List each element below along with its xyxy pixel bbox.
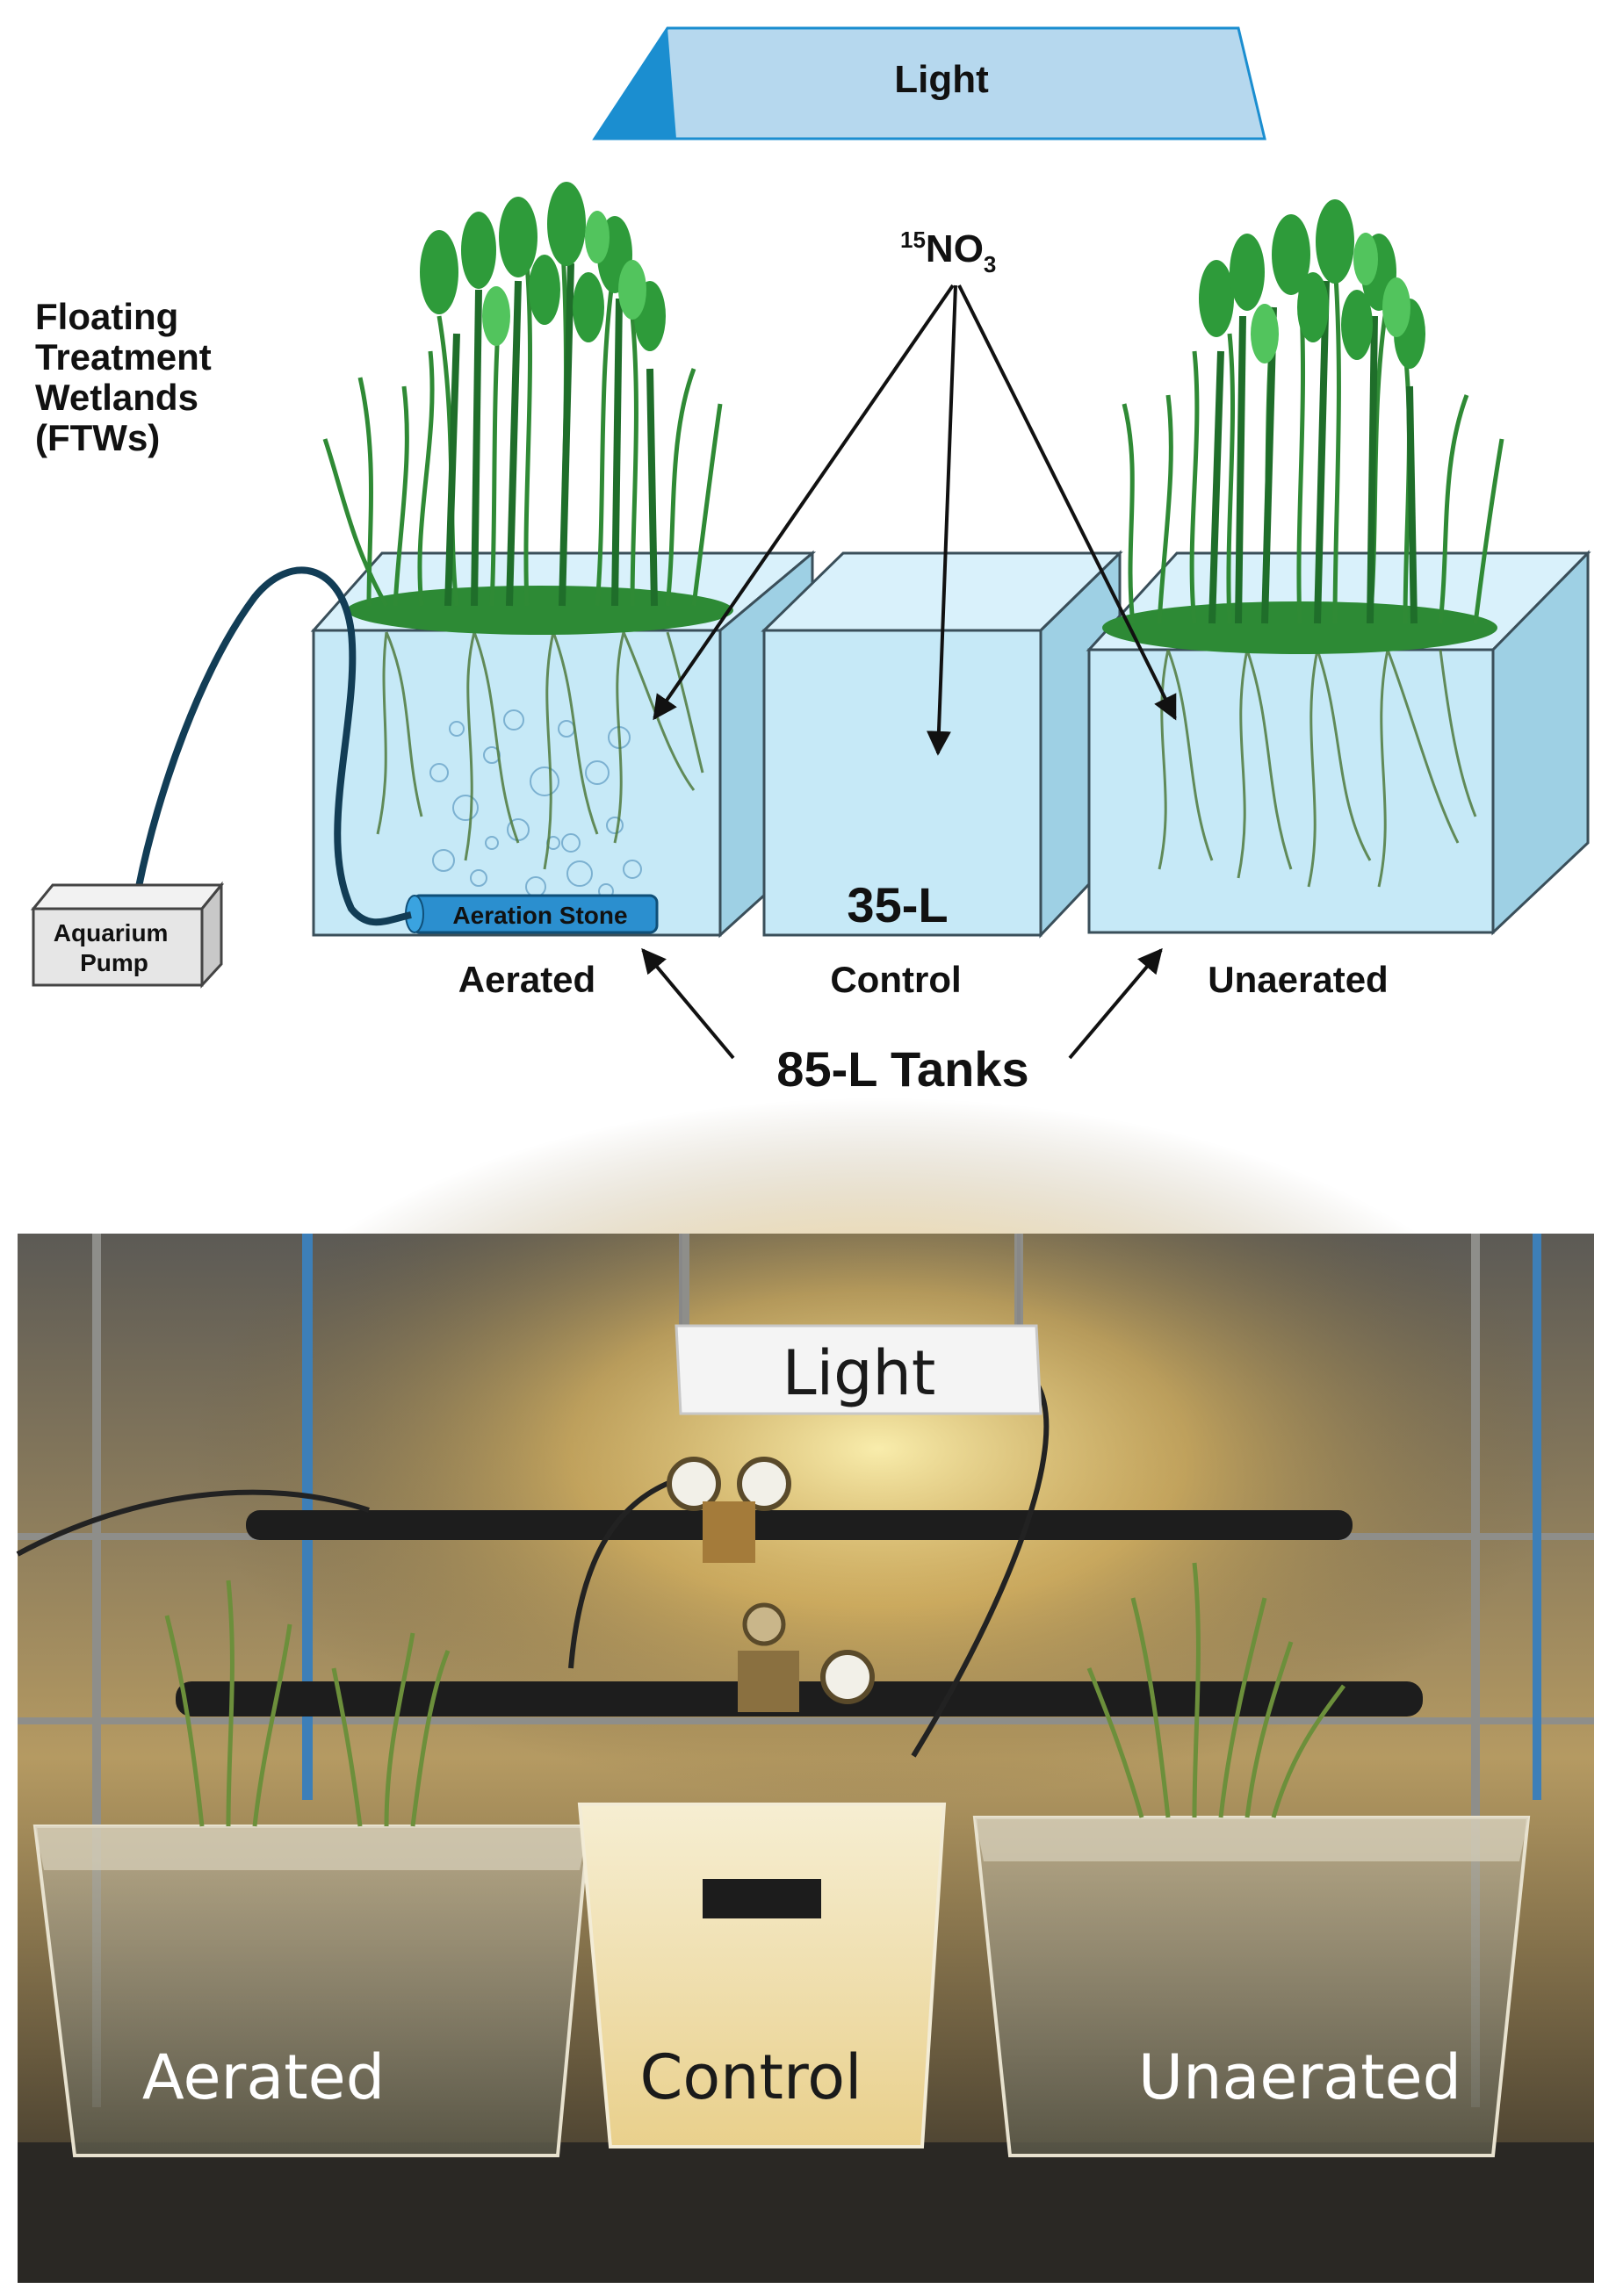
ftw-label-line-1: Floating [35,296,178,337]
photo-light-label: Light [783,1337,936,1409]
cables [16,1381,1050,1758]
pump-label-line-1: Aquarium [54,919,169,946]
label-aerated: Aerated [458,959,595,1000]
bench [18,2142,1594,2283]
photo-tank-control: Control [577,1803,947,2148]
photo-tank-unaerated: Unaerated [972,1562,1531,2157]
ftw-label: Floating Treatment Wetlands (FTWs) [35,296,221,458]
ftw-label-line-3: Wetlands [35,377,198,418]
label-control: Control [830,959,961,1000]
gas-regulator-top [667,1457,791,1563]
aeration-stone: Aeration Stone [405,894,659,934]
nitrate-main: NO [926,227,984,270]
roots-unaerated [1158,649,1477,888]
photo-light-fixture: Light [675,1234,1042,1415]
schematic-diagram: Light Floating Treatment Wetlands (FTWs)… [30,26,1591,1097]
nitrate-arrows [653,284,1177,756]
nitrate-subscript: 3 [984,251,996,277]
nitrate-superscript: 15 [900,227,926,253]
control-volume-label: 35-L [847,877,948,932]
pump-label: Aquarium Pump [54,919,175,976]
setup-photo: Light Aerated Control [16,1098,1594,2283]
photo-label-control: Control [639,2041,862,2113]
ftw-label-line-2: Treatment [35,336,212,378]
black-pipe-upper [246,1510,1353,1540]
tank-volume-arrows [641,947,1163,1060]
aquarium-pump: Aquarium Pump [30,881,225,989]
photo-label-unaerated: Unaerated [1138,2041,1461,2113]
roots-aerated [376,631,704,870]
light-bar: Light [592,26,1266,140]
nitrate-label: 15NO3 [900,227,996,277]
photo-tank-aerated: Aerated [32,1580,591,2157]
photo-label-aerated: Aerated [142,2041,385,2113]
tanks-volume-label: 85-L Tanks [776,1041,1028,1097]
light-label: Light [894,58,989,101]
label-unaerated: Unaerated [1208,959,1388,1000]
pump-label-line-2: Pump [80,949,148,976]
aeration-stone-label: Aeration Stone [452,902,627,929]
plants-aerated [322,182,733,635]
gas-regulator-bottom [738,1602,875,1712]
ftw-label-line-4: (FTWs) [35,417,160,458]
air-tube [135,566,412,926]
plants-unaerated [1102,199,1504,654]
